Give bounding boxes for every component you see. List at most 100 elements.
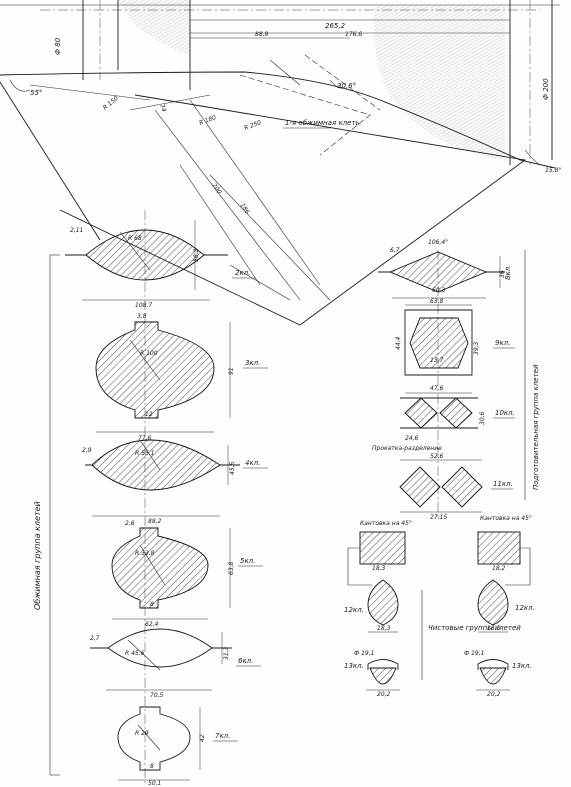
stand-7-profile: R 29 8 50,1 42 7кл.: [117, 706, 238, 787]
stand-7-width: 50,1: [148, 780, 161, 787]
stand-5-label: 5кл.: [240, 557, 255, 565]
radius-250-label: R 250: [243, 119, 262, 132]
angle-306-label: 30,6°: [337, 82, 356, 90]
stand-7-label: 7кл.: [215, 732, 230, 740]
stand-2-top-dim: 2,11: [70, 227, 83, 234]
stand-4-radius: R 55,1: [135, 450, 154, 457]
stand-5-radius: R 33,8: [135, 550, 155, 557]
dim-1766-label: 176,6: [345, 31, 362, 38]
stand-2-radius: R 68: [128, 235, 142, 242]
stand-10-height: 30,6: [479, 411, 486, 425]
diameter-left-label: Ф 80: [54, 37, 62, 55]
stand-4-height: 45,5: [229, 461, 236, 475]
dim-186-label: 186: [238, 202, 250, 216]
stand-6-height: 31,3: [223, 646, 230, 660]
stand-9-width: 63,8: [430, 298, 444, 305]
stand-10-label: 10кл.: [495, 409, 515, 417]
preparatory-group-label: Подготовительная группа клетей: [532, 364, 540, 490]
fin-left-12-label: 12кл.: [344, 606, 364, 614]
stand-8-height: 36: [499, 270, 506, 278]
stand-3-label: 3кл.: [245, 359, 260, 367]
dim-74-label: 74: [158, 103, 167, 113]
dim-889-label: 88,9: [255, 31, 269, 38]
stand-3-bottom-dim: 12: [145, 411, 153, 418]
stand-4-profile: 2,9 R 55,1 88,2 45,5 4кл.: [82, 439, 268, 525]
stand-11-label: 11кл.: [493, 480, 513, 488]
radius-150-label: R 150: [102, 95, 120, 112]
stand-2-height: 56,2: [193, 248, 200, 262]
fin-left-12-dim: 18,3: [377, 625, 391, 632]
fin-left-13-label: 13кл.: [344, 662, 364, 670]
roll-layout: 55° 30,6° 15,8° Ф 80 Ф 200 265,2 176,6 8…: [0, 0, 561, 326]
stand-7-height: 42: [199, 734, 206, 742]
stand-4-width: 88,2: [148, 518, 162, 525]
angle-55-label: 55°: [30, 89, 42, 97]
stand-8-label: 8кл.: [504, 265, 512, 280]
stand-7-bottom-dim: 8: [150, 763, 154, 770]
stand-8-top-dim: 6,7: [390, 247, 400, 254]
stand-6-label: 6кл.: [238, 657, 253, 665]
stand-11-note: Прокатка-разделение: [372, 445, 442, 452]
stand-5-top-dim: 2,6: [125, 520, 135, 527]
angle-158-label: 15,8°: [545, 167, 561, 174]
stand-5-bottom-dim: 8: [150, 601, 154, 608]
stand-4-top-dim: 2,9: [82, 447, 92, 454]
fin-right-13-dim: 20,2: [487, 691, 501, 698]
breakdown-group-label: Обжимная группа клетей: [33, 501, 42, 610]
stand-5-height: 63,8: [228, 561, 235, 575]
stand-3-top-dim: 3,8: [137, 313, 147, 320]
edging-left-label: Кантовка на 45°: [360, 520, 412, 527]
stand-6-width: 70,5: [150, 692, 164, 699]
stand-2-profile: 2,11 R 68 108,7 56,2 2кл.: [65, 220, 255, 309]
stand-6-top-dim: 2,7: [90, 635, 100, 642]
stand-2-label: 2кл.: [235, 269, 250, 277]
fin-left-phi: Ф 19,1: [354, 650, 374, 657]
left-roll-shade: [118, 0, 190, 55]
stand-11-bottom: 27,15: [430, 514, 447, 521]
stand-10-width: 47,6: [430, 385, 444, 392]
fin-right-top-dim: 18,2: [492, 565, 506, 572]
stand-8-width: 60,3: [432, 287, 446, 294]
dim-200-label: 200: [210, 182, 222, 196]
fin-right-12-label: 12кл.: [515, 604, 535, 612]
finishing-right-track: 18,2 18,3 12кл. Ф 19,1 20,2 13кл.: [464, 531, 535, 698]
stand-9-label: 9кл.: [495, 339, 510, 347]
stand-4-label: 4кл.: [245, 459, 260, 467]
fin-left-top-dim: 18,3: [372, 565, 386, 572]
stand-3-profile: 3,8 R 100 12 77,6 91 3кл.: [95, 313, 268, 442]
fin-right-phi: Ф 19,1: [464, 650, 484, 657]
stand-5-width: 62,4: [145, 621, 159, 628]
fin-right-12-dim: 18,3: [487, 625, 501, 632]
stand-3-radius: R 100: [140, 350, 158, 357]
finishing-group: Чистовые группы клетей 18,3 18,3 12кл. Ф…: [344, 531, 535, 698]
stand-9-height: 44,4: [395, 336, 402, 350]
stand-11-width: 52,6: [430, 453, 444, 460]
finishing-group-label: Чистовые группы клетей: [428, 624, 521, 632]
stand-8-angle: 106,4°: [428, 239, 448, 246]
stand-7-radius: R 29: [135, 730, 149, 737]
fin-right-13-label: 13кл.: [512, 662, 532, 670]
stand-11-profile: Прокатка-разделение 52,6 27,15 11кл.: [372, 445, 513, 521]
breakdown-group: Обжимная группа клетей 2,11 R 68 108,7 5…: [33, 210, 268, 787]
stand-2-width: 108,7: [135, 302, 152, 309]
stand-3-width: 77,6: [138, 435, 152, 442]
stand-5-profile: 2,6 R 33,8 8 62,4 63,8 5кл.: [111, 520, 263, 628]
stand-9-extra: 39,3: [473, 341, 480, 355]
stand-6-radius: R 45,6: [125, 650, 145, 657]
preparatory-group: Подготовительная группа клетей 106,4° 6,…: [360, 239, 540, 527]
finishing-left-track: 18,3 18,3 12кл. Ф 19,1 20,2 13кл.: [344, 531, 406, 698]
right-roll-shade: [374, 5, 505, 160]
stand-10-profile: 47,6 30,6 24,6 10кл.: [400, 385, 515, 442]
dim-265-label: 265,2: [325, 22, 346, 30]
fin-left-13-dim: 20,2: [377, 691, 391, 698]
stand-9-profile: 63,8 44,4 13,7 39,3 9кл.: [395, 298, 515, 376]
first-stand-label: 1-я обжимная клеть: [285, 119, 360, 127]
stand-3-height: 91: [228, 367, 235, 375]
stand-9-bottom: 13,7: [430, 357, 444, 364]
diameter-right-label: Ф 200: [542, 78, 550, 100]
edging-right-label: Кантовка на 45°: [480, 515, 532, 522]
stand-8-profile: 106,4° 6,7 60,3 36 8кл.: [378, 239, 512, 299]
stand-6-profile: 2,7 R 45,6 70,5 31,3 6кл.: [90, 628, 261, 699]
